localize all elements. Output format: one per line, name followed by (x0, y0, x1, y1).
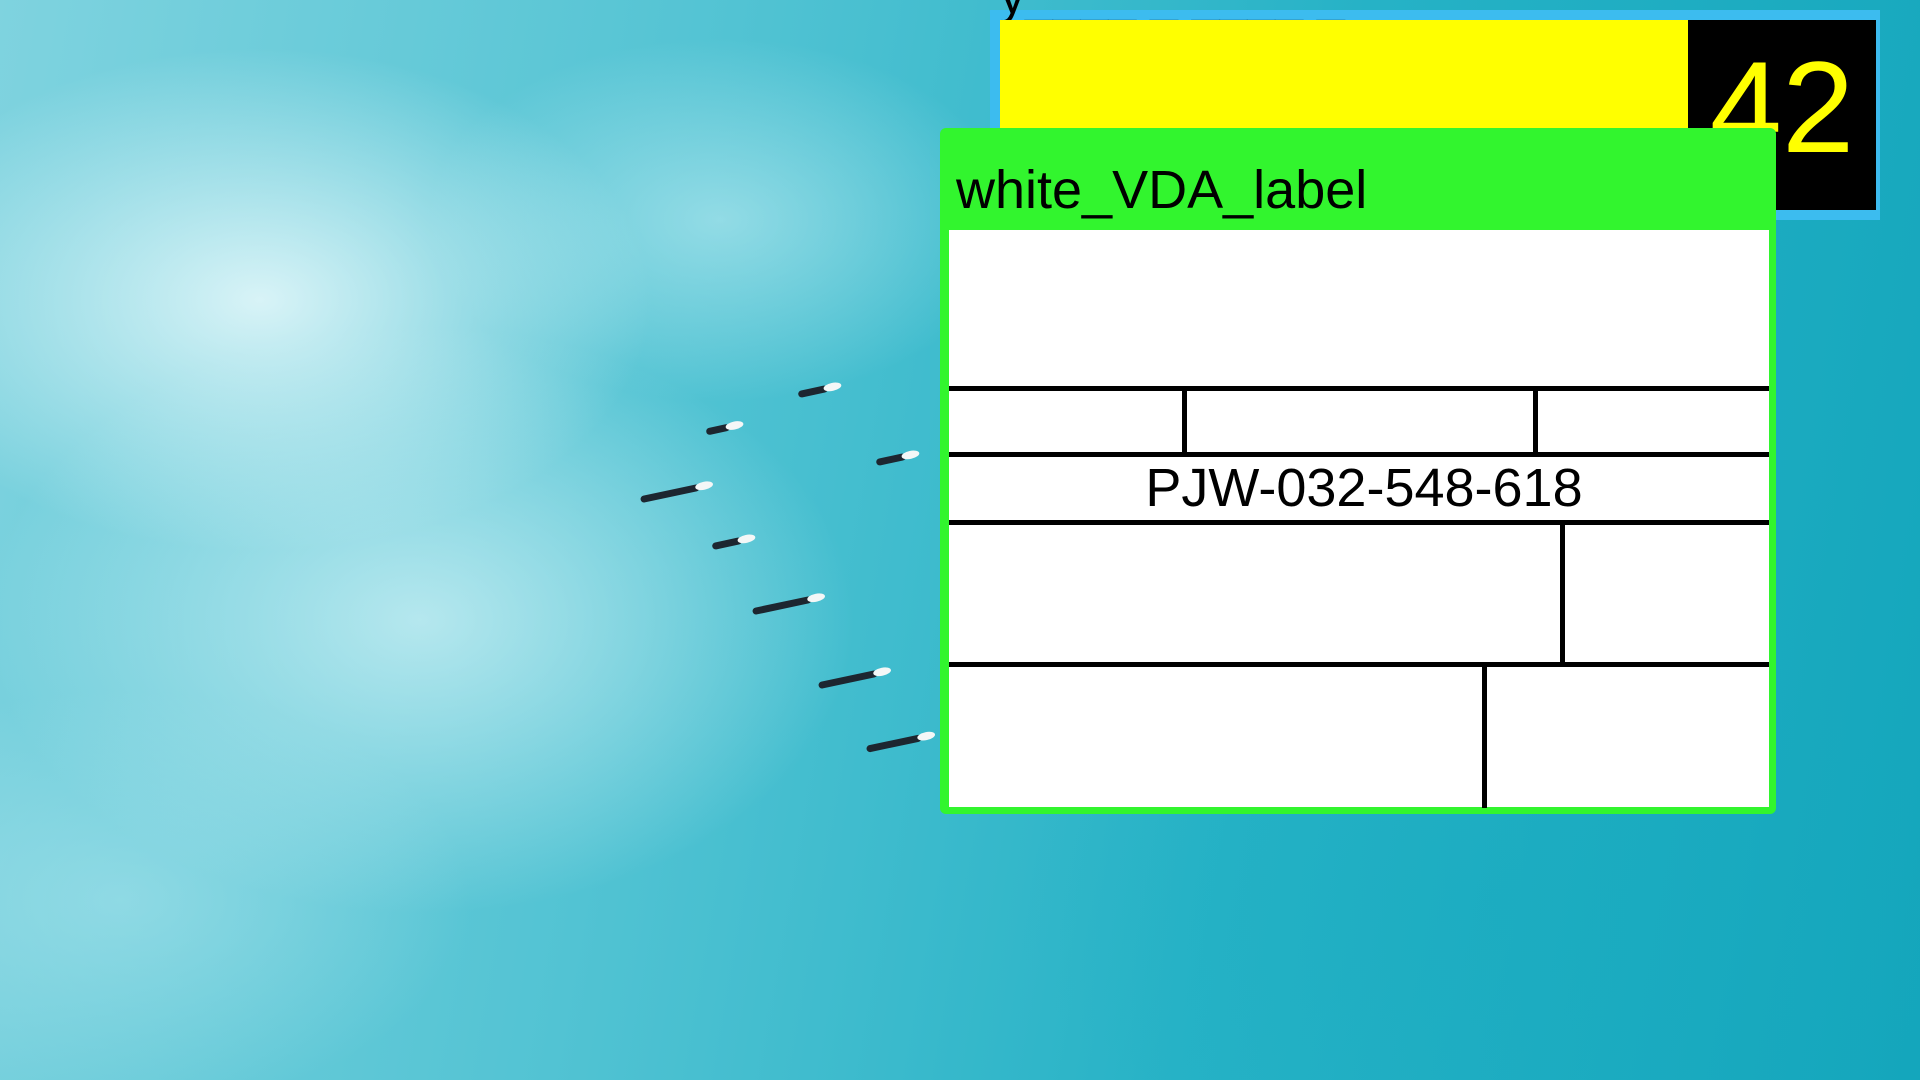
green-card-title: white_VDA_label (956, 160, 1368, 220)
blue-card-title: y____ _ ____ _ (1000, 0, 1345, 21)
form-divider (949, 452, 1769, 457)
form-divider (949, 662, 1769, 667)
yellow-bar (1000, 20, 1688, 128)
form-divider (949, 520, 1769, 525)
form-divider (1182, 388, 1187, 454)
form-divider (949, 386, 1769, 391)
form-divider (1533, 388, 1538, 454)
form-divider (1482, 664, 1487, 808)
label-form (949, 230, 1769, 807)
form-divider (1560, 522, 1565, 664)
label-code: PJW-032-548-618 (1145, 458, 1583, 518)
